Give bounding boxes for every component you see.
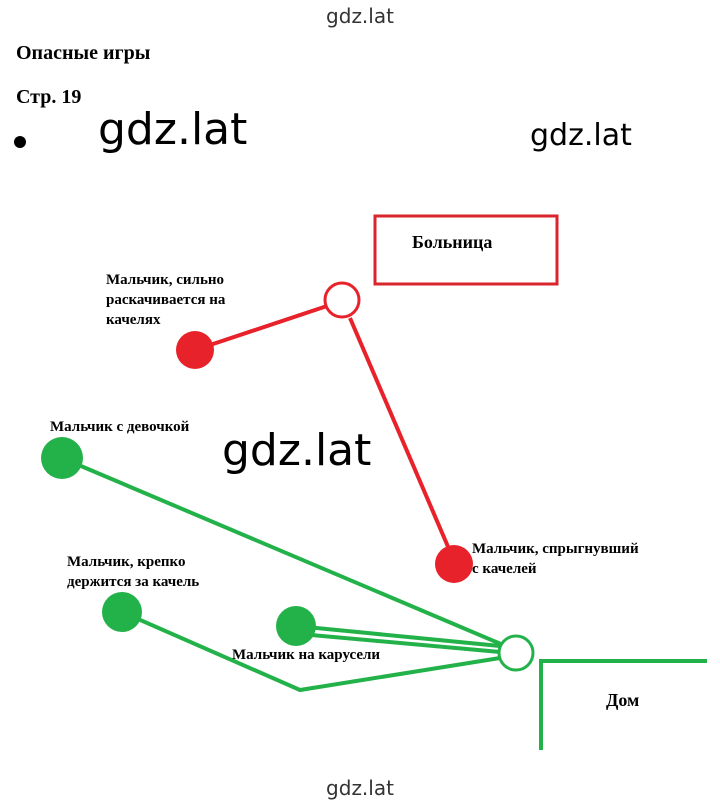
label-boy-holding-2: держится за качель (67, 574, 199, 590)
green-link-carousel-lower (299, 632, 501, 654)
bullet-marker (14, 136, 26, 148)
node-boy-holding-swing (102, 592, 142, 632)
watermark-top: gdz.lat (326, 4, 394, 28)
page-number: Стр. 19 (16, 86, 82, 108)
label-boy-and-girl: Мальчик с девочкой (50, 419, 190, 435)
label-boy-on-carousel: Мальчик на карусели (232, 647, 380, 663)
node-boy-and-girl (41, 437, 83, 479)
red-link-hub-to-jumper (348, 317, 454, 557)
label-boy-jumped-2: с качелей (472, 561, 537, 577)
watermark-bottom: gdz.lat (326, 776, 394, 800)
green-link-holding-to-home (121, 610, 501, 693)
home-label: Дом (606, 690, 639, 710)
red-hub-node (323, 281, 361, 319)
node-boy-jumped (435, 545, 473, 583)
watermark-large-center: gdz.lat (222, 425, 372, 476)
red-link-swing-to-hub (194, 299, 343, 352)
green-link-boy-girl-to-home (61, 456, 516, 652)
node-boy-on-carousel (276, 606, 316, 646)
green-hub-node (497, 634, 535, 672)
label-boy-swinging-hard-3: качелях (106, 312, 161, 328)
watermark-large-left: gdz.lat (98, 104, 248, 155)
label-boy-holding-1: Мальчик, крепко (67, 554, 185, 570)
hospital-box (373, 214, 559, 286)
node-boy-swinging-hard (176, 331, 214, 369)
watermark-large-right: gdz.lat (530, 118, 632, 153)
label-boy-swinging-hard-1: Мальчик, сильно (106, 272, 224, 288)
hospital-label: Больница (412, 232, 492, 252)
label-boy-jumped-1: Мальчик, спрыгнувший (472, 541, 639, 557)
page-title: Опасные игры (16, 42, 151, 64)
green-link-carousel-upper (295, 624, 501, 648)
label-boy-swinging-hard-2: раскачивается на (106, 292, 226, 308)
home-walls (539, 659, 707, 750)
